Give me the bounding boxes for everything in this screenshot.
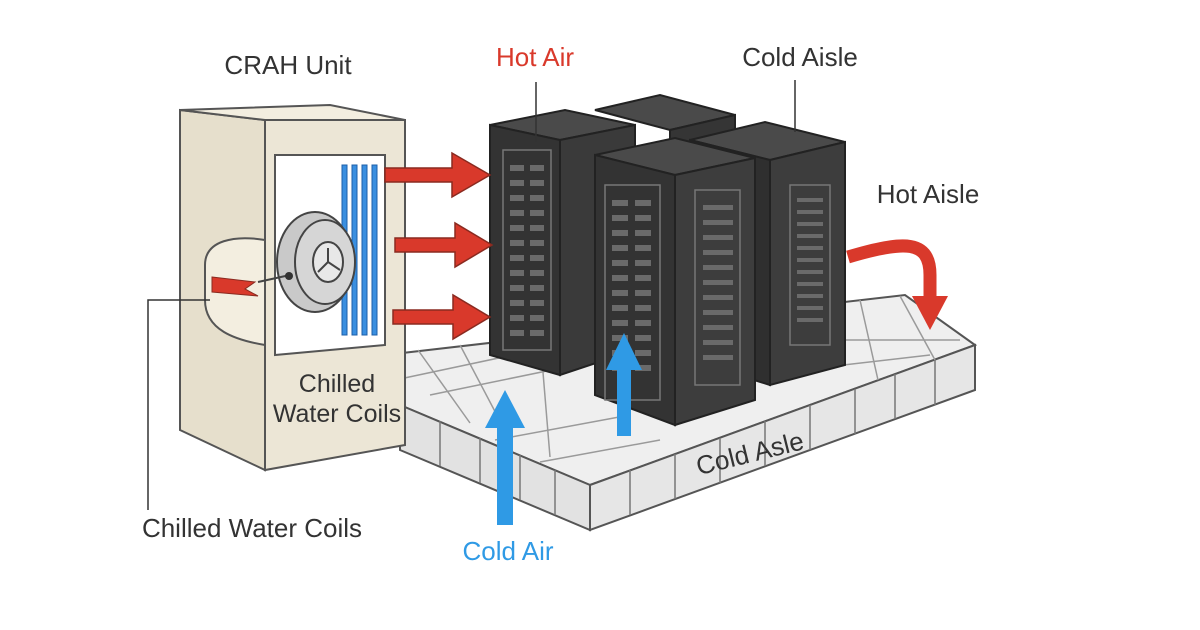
coils-inner-label-line2: Water Coils bbox=[273, 400, 401, 428]
cold-aisle-top-label: Cold Aisle bbox=[742, 42, 858, 72]
hot-aisle-exhaust-arrow bbox=[846, 239, 948, 330]
cold-air-label: Cold Air bbox=[462, 536, 553, 566]
server-rack-icon bbox=[594, 136, 756, 427]
hot-air-arrows bbox=[384, 151, 948, 341]
hot-air-arrow bbox=[384, 151, 492, 199]
fan-icon bbox=[257, 211, 356, 313]
coils-callout-label: Chilled Water Coils bbox=[142, 513, 362, 543]
hot-air-arrow bbox=[394, 221, 494, 269]
coils-inner-label-line1: Chilled bbox=[299, 370, 375, 398]
coils-callout-line bbox=[147, 299, 210, 510]
hot-air-arrow bbox=[392, 293, 492, 341]
cold-air-arrow bbox=[606, 333, 642, 436]
hot-aisle-label: Hot Aisle bbox=[877, 179, 980, 209]
cold-air-arrows bbox=[485, 333, 642, 525]
crah-unit-label: CRAH Unit bbox=[224, 50, 352, 80]
hot-air-label: Hot Air bbox=[496, 42, 574, 72]
cold-air-arrow bbox=[485, 390, 525, 525]
